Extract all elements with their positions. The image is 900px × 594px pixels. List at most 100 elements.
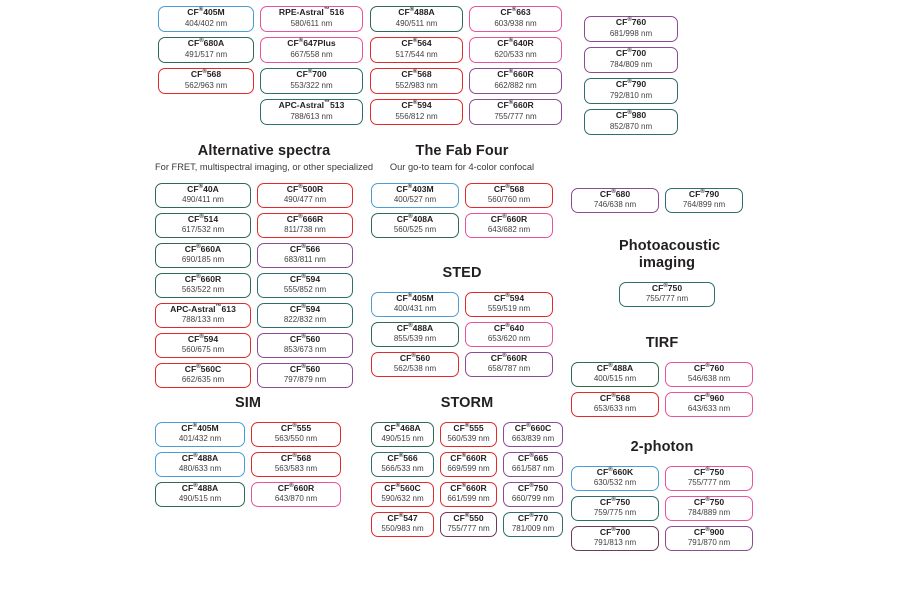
dye-number: 516 (329, 7, 345, 18)
trademark-mark: ® (627, 17, 632, 24)
dye-wavelengths: 653/620 nm (487, 334, 531, 344)
dye-number: 770 (533, 512, 549, 523)
dye-name: CF®700 (615, 48, 647, 59)
trademark-mark: ® (508, 100, 514, 107)
dye-wavelengths: 822/832 nm (283, 314, 327, 324)
trademark-mark: ® (461, 483, 467, 490)
dye-wavelengths: 792/810 nm (609, 90, 653, 100)
dye-wavelengths: 553/322 nm (290, 80, 333, 90)
section-title-two-photon: 2-photon (630, 439, 694, 455)
dye-wavelengths: 788/613 nm (290, 111, 333, 121)
dye-number: 660C (530, 422, 552, 433)
dye-number: 560C (400, 482, 421, 493)
dye-name: CF®640R (497, 38, 534, 49)
dye-number: 660R (466, 482, 487, 493)
dye-name: CF®660K (596, 466, 634, 477)
dye-name: CF®770 (517, 512, 549, 523)
trademark-mark: ™ (215, 303, 222, 310)
dye-number: 960 (709, 392, 725, 403)
section-title-alternative-spectra: Alternative spectra (197, 143, 331, 159)
